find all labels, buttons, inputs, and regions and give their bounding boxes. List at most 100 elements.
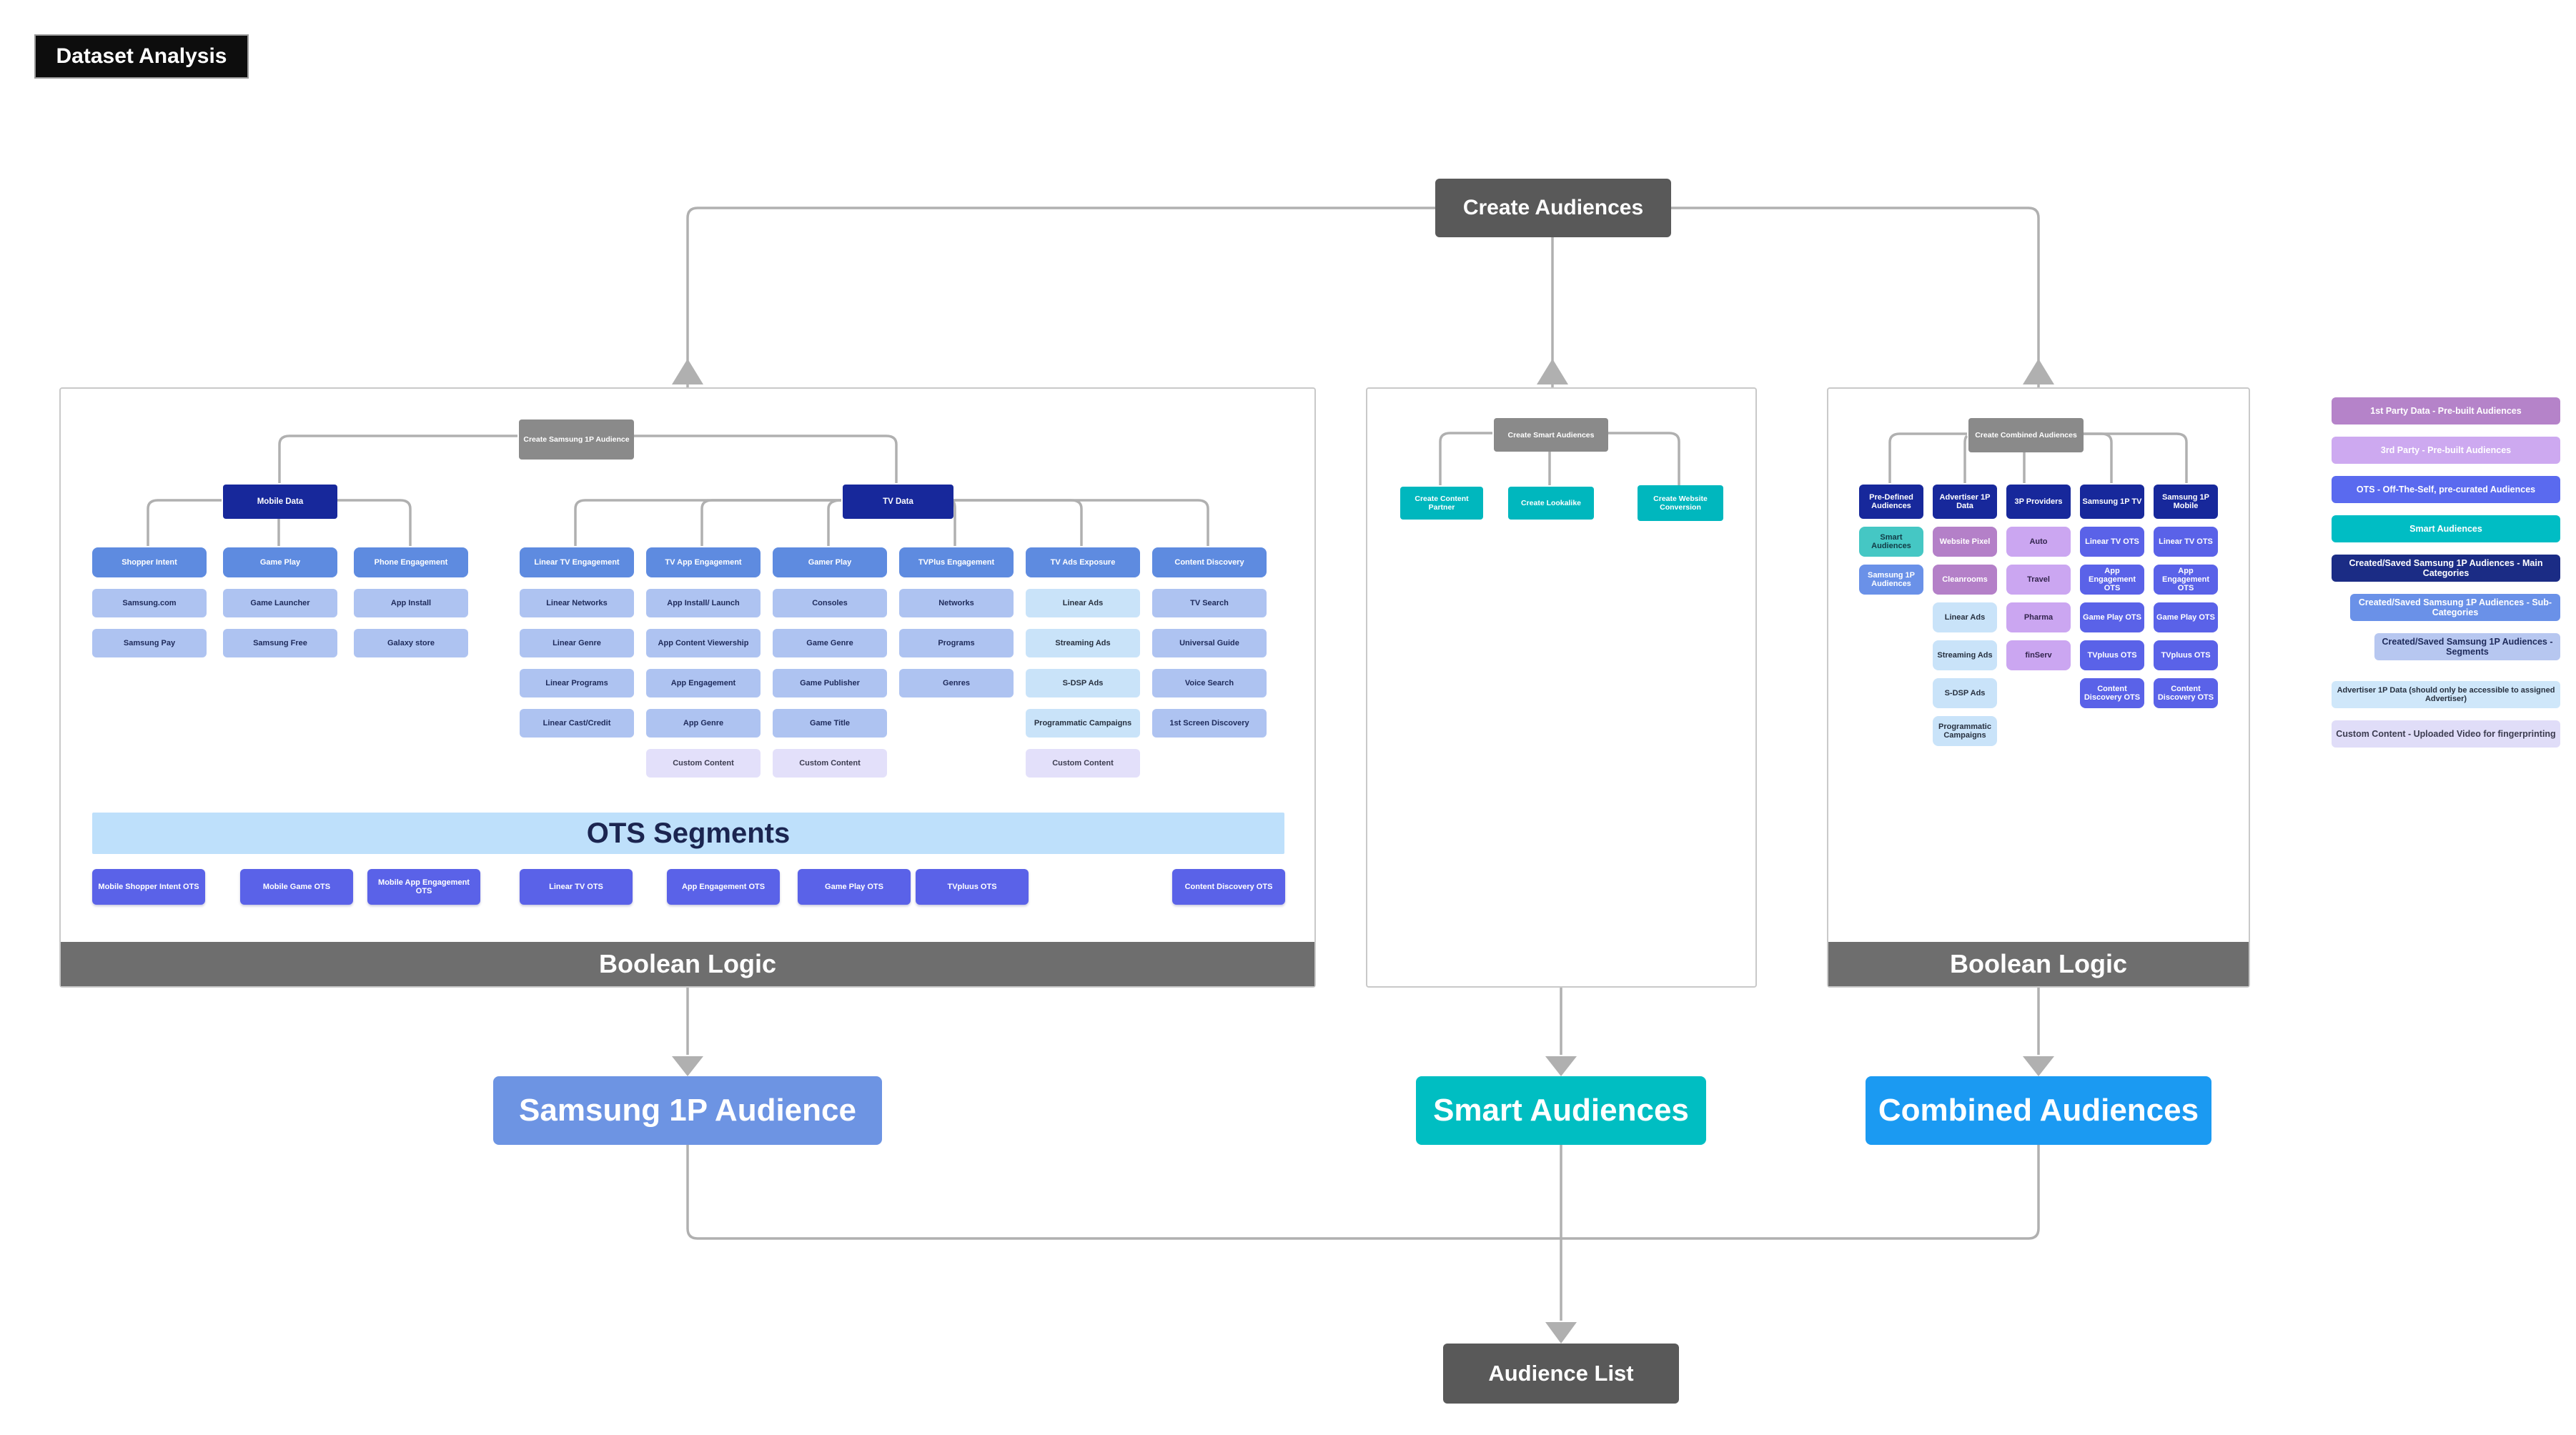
node-create-combined-audiences: Create Combined Audiences bbox=[1968, 418, 2084, 452]
legend-item: OTS - Off-The-Self, pre-curated Audience… bbox=[2332, 476, 2560, 503]
column-header: Content Discovery bbox=[1152, 547, 1267, 577]
tree-cell: Custom Content bbox=[646, 749, 761, 778]
tree-cell: App Engagement OTS bbox=[2080, 565, 2144, 595]
node-tv-data: TV Data bbox=[843, 485, 953, 519]
column-header: TVPlus Engagement bbox=[899, 547, 1014, 577]
node-audience-list: Audience List bbox=[1443, 1344, 1679, 1404]
tree-cell: 1st Screen Discovery bbox=[1152, 709, 1267, 738]
tree-cell: Galaxy store bbox=[354, 629, 468, 657]
tree-cell: App Engagement OTS bbox=[2154, 565, 2218, 595]
tree-cell: Consoles bbox=[773, 589, 887, 617]
column-header: Linear TV Engagement bbox=[520, 547, 634, 577]
arrowhead-up-right-panel bbox=[2023, 359, 2054, 384]
tree-cell: TVpluus OTS bbox=[2154, 640, 2218, 670]
arrowhead-down-combined-result bbox=[2023, 1056, 2054, 1076]
tree-cell: Custom Content bbox=[1026, 749, 1140, 778]
tree-cell: Website Pixel bbox=[1933, 527, 1997, 557]
column-header: 3P Providers bbox=[2006, 485, 2071, 519]
tree-cell: Smart Audiences bbox=[1859, 527, 1923, 557]
legend-item: Created/Saved Samsung 1P Audiences - Mai… bbox=[2332, 555, 2560, 582]
column-header: TV Ads Exposure bbox=[1026, 547, 1140, 577]
tree-cell: Linear Programs bbox=[520, 669, 634, 697]
tree-cell: Linear Genre bbox=[520, 629, 634, 657]
tree-cell: Content Discovery OTS bbox=[2154, 678, 2218, 708]
tree-cell: Voice Search bbox=[1152, 669, 1267, 697]
legend-item: Advertiser 1P Data (should only be acces… bbox=[2332, 681, 2560, 708]
arrowhead-up-middle-panel bbox=[1537, 359, 1568, 384]
tree-cell: App Content Viewership bbox=[646, 629, 761, 657]
legend: 1st Party Data - Pre-built Audiences 3rd … bbox=[2332, 397, 2560, 760]
column-header: Shopper Intent bbox=[92, 547, 207, 577]
tree-cell: App Engagement bbox=[646, 669, 761, 697]
boolean-logic-bar-left: Boolean Logic bbox=[61, 942, 1314, 986]
legend-item: Created/Saved Samsung 1P Audiences - Sub… bbox=[2350, 594, 2560, 621]
legend-item: Smart Audiences bbox=[2332, 515, 2560, 542]
tree-cell: Game Title bbox=[773, 709, 887, 738]
node-create-lookalike: Create Lookalike bbox=[1508, 487, 1594, 520]
node-create-content-partner: Create Content Partner bbox=[1400, 487, 1483, 520]
tree-cell: Samsung.com bbox=[92, 589, 207, 617]
tree-cell: Game Launcher bbox=[223, 589, 337, 617]
tree-cell: Samsung 1P Audiences bbox=[1859, 565, 1923, 595]
node-combined-audiences-result: Combined Audiences bbox=[1866, 1076, 2211, 1145]
arrowhead-down-smart-result bbox=[1545, 1056, 1577, 1076]
ots-segments-band: OTS Segments bbox=[92, 813, 1284, 854]
node-create-smart-audiences: Create Smart Audiences bbox=[1494, 418, 1608, 452]
tree-cell: S-DSP Ads bbox=[1026, 669, 1140, 697]
panel-samsung-1p-audiences: Create Samsung 1P Audience Mobile Data T… bbox=[59, 387, 1316, 988]
tree-cell: Game Play OTS bbox=[2080, 602, 2144, 632]
segment-chip: App Engagement OTS bbox=[667, 869, 780, 905]
tree-cell: Game Genre bbox=[773, 629, 887, 657]
tree-cell: finServ bbox=[2006, 640, 2071, 670]
tree-cell: Samsung Free bbox=[223, 629, 337, 657]
node-smart-audiences-result: Smart Audiences bbox=[1416, 1076, 1706, 1145]
tree-cell: Samsung Pay bbox=[92, 629, 207, 657]
tree-cell: Auto bbox=[2006, 527, 2071, 557]
node-create-website-conversion: Create Website Conversion bbox=[1638, 485, 1723, 521]
tree-cell: App Install bbox=[354, 589, 468, 617]
tree-cell: Linear TV OTS bbox=[2080, 527, 2144, 557]
tree-cell: Streaming Ads bbox=[1026, 629, 1140, 657]
tree-cell: Linear Networks bbox=[520, 589, 634, 617]
tree-cell: Travel bbox=[2006, 565, 2071, 595]
column-header: Samsung 1P Mobile bbox=[2154, 485, 2218, 519]
tree-cell: Content Discovery OTS bbox=[2080, 678, 2144, 708]
tree-cell: Linear TV OTS bbox=[2154, 527, 2218, 557]
segment-chip: Linear TV OTS bbox=[520, 869, 633, 905]
boolean-logic-bar-right: Boolean Logic bbox=[1828, 942, 2249, 986]
column-header: TV App Engagement bbox=[646, 547, 761, 577]
panel-smart-audiences: Create Smart Audiences Create Content Pa… bbox=[1366, 387, 1757, 988]
tree-cell: Linear Cast/Credit bbox=[520, 709, 634, 738]
segment-chip: Game Play OTS bbox=[798, 869, 911, 905]
tree-cell: Game Play OTS bbox=[2154, 602, 2218, 632]
tree-cell: App Genre bbox=[646, 709, 761, 738]
tree-cell: TVpluus OTS bbox=[2080, 640, 2144, 670]
arrowhead-down-audience-list bbox=[1545, 1322, 1577, 1344]
arrowhead-down-samsung-result bbox=[672, 1056, 703, 1076]
node-mobile-data: Mobile Data bbox=[223, 485, 337, 519]
trunk-line bbox=[686, 207, 2040, 387]
tree-cell: Pharma bbox=[2006, 602, 2071, 632]
tree-cell: Programmatic Campaigns bbox=[1026, 709, 1140, 738]
legend-item: 3rd Party - Pre-built Audiences bbox=[2332, 437, 2560, 464]
tree-cell: Game Publisher bbox=[773, 669, 887, 697]
node-samsung-1p-audience-result: Samsung 1P Audience bbox=[493, 1076, 882, 1145]
legend-item: 1st Party Data - Pre-built Audiences bbox=[2332, 397, 2560, 424]
tree-cell: Networks bbox=[899, 589, 1014, 617]
